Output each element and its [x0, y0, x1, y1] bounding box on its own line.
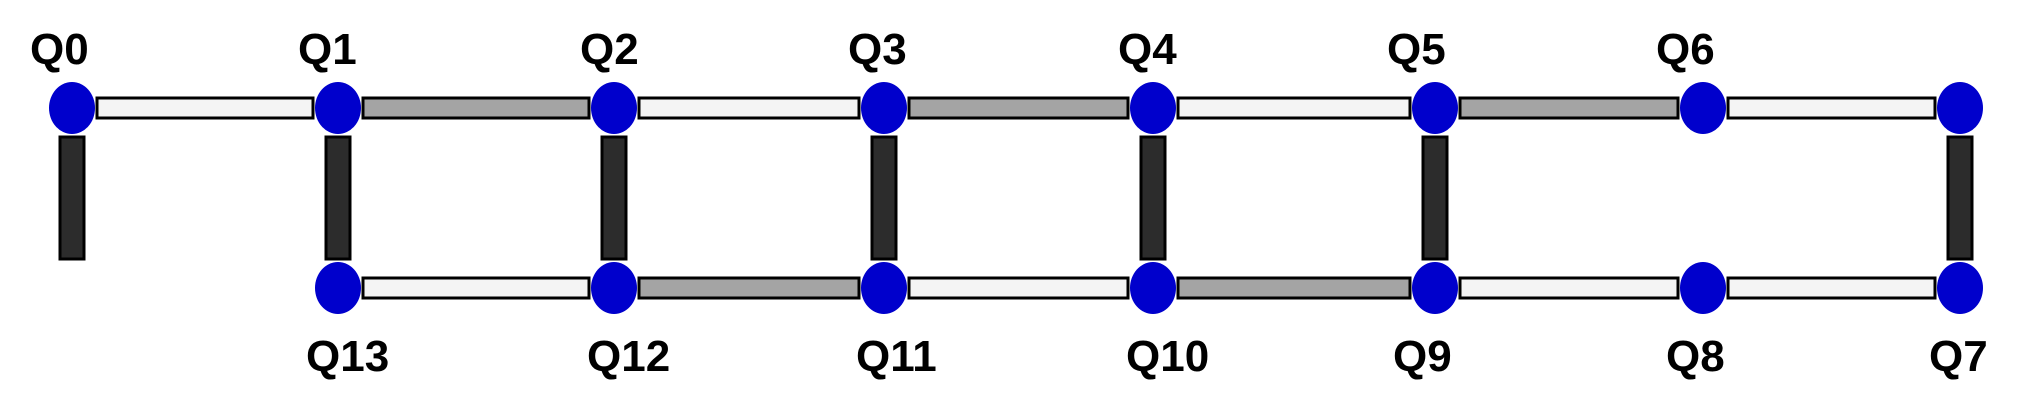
qubit-label-q11: Q11 [856, 332, 937, 381]
coupler-q5-q8 [1421, 135, 1449, 261]
coupler-q6-q7 [1946, 135, 1974, 261]
coupler-q2-q3 [637, 96, 861, 120]
couplers-layer [58, 96, 1974, 300]
qubit-node-q9 [1412, 262, 1458, 314]
coupler-q1-q2 [361, 96, 591, 120]
qubit-node-q1 [315, 82, 361, 134]
coupler-q4-q5 [1176, 96, 1412, 120]
qubit-node-q3 [861, 82, 907, 134]
coupler-q13-q12 [361, 276, 591, 300]
coupler-q10-q9 [1176, 276, 1412, 300]
coupler-q1-q12 [324, 135, 352, 261]
coupler-q8-q7 [1726, 276, 1937, 300]
qubit-label-q0: Q0 [30, 25, 89, 74]
qubit-label-q4: Q4 [1118, 25, 1177, 74]
qubit-label-q10: Q10 [1126, 332, 1209, 381]
coupler-q11-q10 [907, 276, 1130, 300]
qubit-label-q8: Q8 [1666, 332, 1725, 381]
qubit-node-q5 [1412, 82, 1458, 134]
qubit-node-q0 [49, 82, 95, 134]
qubit-label-q9: Q9 [1393, 332, 1452, 381]
qubit-node-q10 [1130, 262, 1176, 314]
coupler-q9-q8 [1458, 276, 1680, 300]
coupler-q0-q1 [95, 96, 315, 120]
qubit-node-q8 [1680, 262, 1726, 314]
coupler-q6-q7 [1726, 96, 1937, 120]
coupler-q5-q6 [1458, 96, 1680, 120]
coupler-q2-q11 [600, 135, 628, 261]
coupler-q3-q10 [870, 135, 898, 261]
qubit-node-q2 [591, 82, 637, 134]
qubit-label-q1: Q1 [298, 25, 357, 74]
qubit-label-q5: Q5 [1387, 25, 1446, 74]
qubits-layer [49, 82, 1983, 314]
qubit-label-q3: Q3 [848, 25, 907, 74]
qubit-label-q6: Q6 [1656, 25, 1715, 74]
coupler-q12-q11 [637, 276, 861, 300]
qubit-node-q6 [1680, 82, 1726, 134]
qubit-label-q7: Q7 [1929, 332, 1988, 381]
qubit-node-q7-top [1937, 82, 1983, 134]
coupler-q3-q4 [907, 96, 1130, 120]
qubit-label-q12: Q12 [587, 332, 670, 381]
qubit-node-q13 [315, 262, 361, 314]
coupler-q4-q9 [1139, 135, 1167, 261]
qubit-node-q7 [1937, 262, 1983, 314]
qubit-node-q4 [1130, 82, 1176, 134]
qubit-node-q11 [861, 262, 907, 314]
coupler-q0-q13 [58, 135, 86, 261]
qubit-label-q13: Q13 [306, 332, 389, 381]
qubit-node-q12 [591, 262, 637, 314]
qubit-label-q2: Q2 [580, 25, 639, 74]
